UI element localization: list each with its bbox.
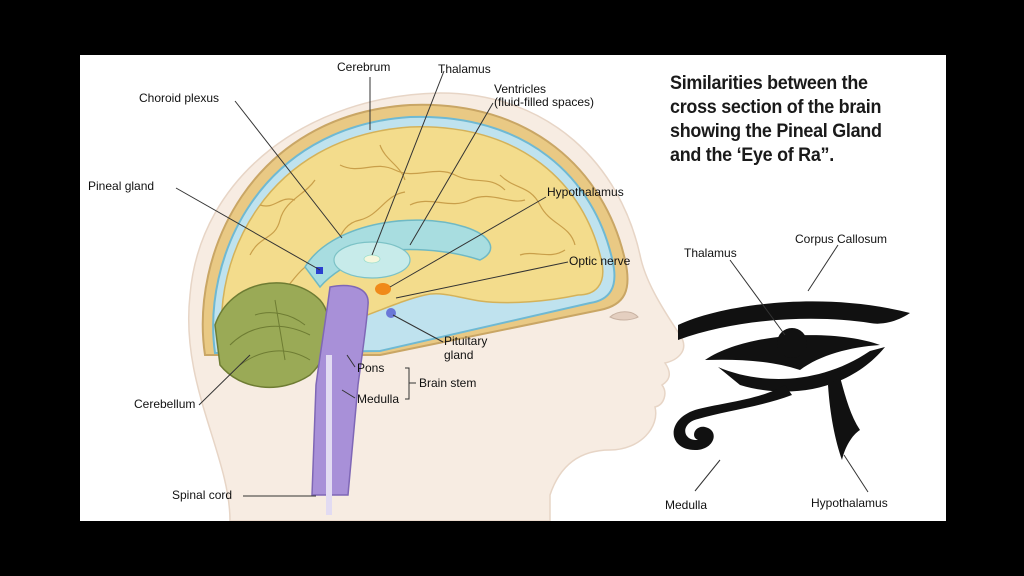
label-hypothalamus: Hypothalamus bbox=[547, 185, 624, 199]
label-ventricles: Ventricles bbox=[494, 82, 547, 96]
eye-spiral bbox=[673, 385, 792, 450]
label-pituitary: Pituitary bbox=[444, 334, 488, 348]
title-line-4: and the ‘Eye of Ra”. bbox=[670, 144, 834, 166]
title-line-3: showing the Pineal Gland bbox=[670, 120, 882, 142]
label-thalamus: Thalamus bbox=[438, 62, 491, 76]
label-ventricles-sub: (fluid-filled spaces) bbox=[494, 95, 595, 109]
eye-shape bbox=[609, 311, 639, 321]
label-optic-nerve: Optic nerve bbox=[569, 254, 631, 268]
spinal-canal bbox=[326, 355, 332, 515]
brain-illustration bbox=[175, 70, 910, 521]
eye-label-hypothalamus: Hypothalamus bbox=[811, 496, 888, 510]
eye-tear-line bbox=[828, 377, 860, 460]
label-cerebrum: Cerebrum bbox=[337, 60, 391, 74]
cerebellum bbox=[214, 282, 331, 388]
label-spinal-cord: Spinal cord bbox=[172, 488, 233, 502]
eye-of-ra-glyph bbox=[673, 301, 910, 460]
label-pituitary-sub: gland bbox=[444, 348, 474, 362]
pituitary-shape bbox=[386, 308, 396, 318]
pineal-shape bbox=[316, 267, 323, 274]
eye-leader-lines bbox=[694, 244, 869, 493]
hypothalamus-shape bbox=[375, 283, 391, 295]
eye-lower-lid bbox=[718, 347, 885, 392]
figure-title: Similarities between the cross section o… bbox=[670, 71, 918, 167]
eye-label-corpus-callosum: Corpus Callosum bbox=[795, 232, 888, 246]
eye-pupil bbox=[777, 328, 807, 358]
title-line-1: Similarities between the bbox=[670, 72, 868, 94]
eye-label-thalamus: Thalamus bbox=[684, 246, 737, 260]
eye-label-medulla: Medulla bbox=[665, 498, 708, 512]
label-choroid-plexus: Choroid plexus bbox=[139, 91, 220, 105]
leader-lines bbox=[175, 70, 569, 497]
eye-brow bbox=[678, 301, 910, 340]
label-pineal-gland: Pineal gland bbox=[88, 179, 155, 193]
cerebellum-folds bbox=[229, 299, 311, 366]
figure-canvas: Cerebrum Thalamus Ventricles (fluid-fill… bbox=[80, 55, 946, 521]
label-pons: Pons bbox=[357, 361, 385, 375]
label-medulla: Medulla bbox=[357, 392, 400, 406]
label-brain-stem: Brain stem bbox=[419, 376, 477, 390]
title-line-2: cross section of the brain bbox=[670, 96, 882, 118]
label-cerebellum: Cerebellum bbox=[134, 397, 196, 411]
thalamus-center bbox=[363, 254, 381, 264]
